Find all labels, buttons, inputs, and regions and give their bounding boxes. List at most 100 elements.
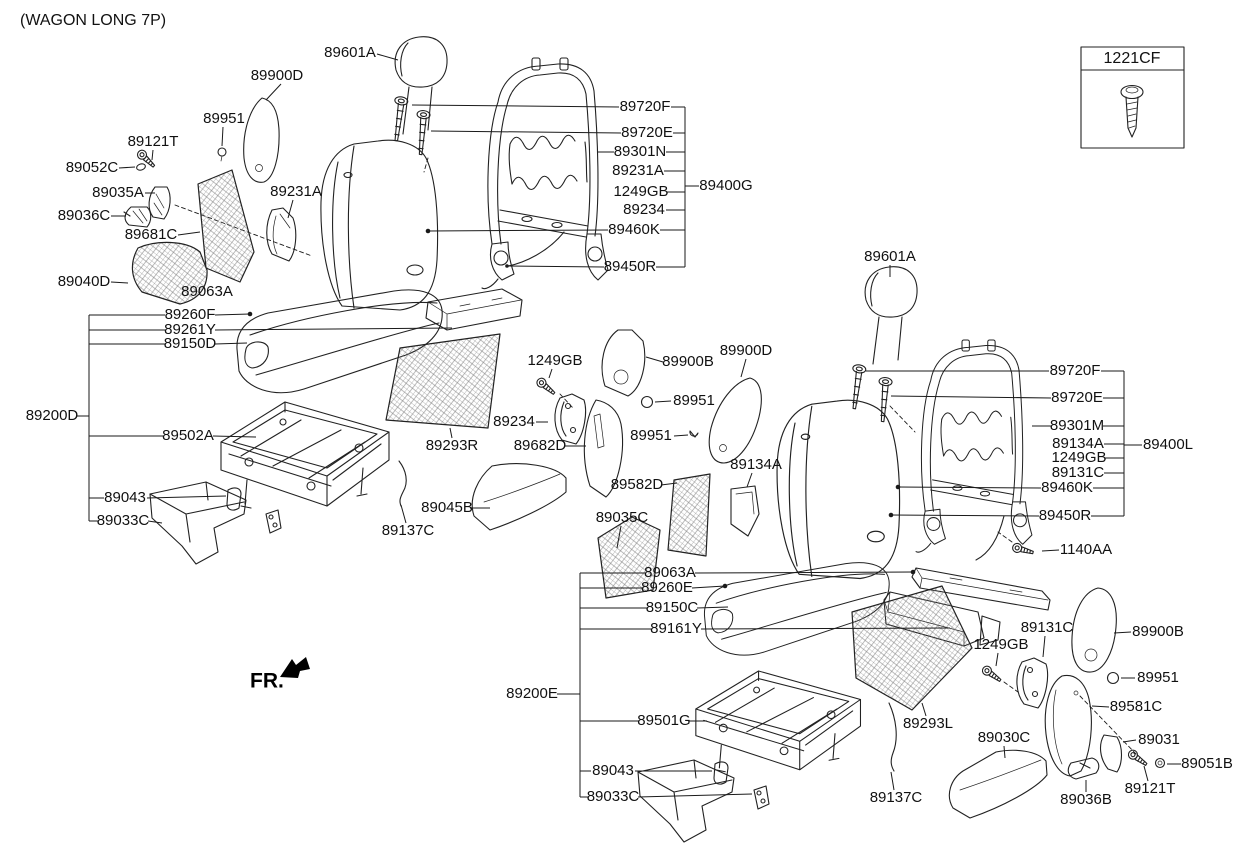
- part-label-89400g[interactable]: 89400G: [699, 177, 752, 194]
- front-side-bolster-art: [244, 98, 279, 182]
- part-label-89900d[interactable]: 89900D: [720, 342, 773, 359]
- part-label-89301n[interactable]: 89301N: [614, 143, 667, 160]
- leader-line: [740, 358, 747, 378]
- part-label-89150c[interactable]: 89150C: [646, 599, 699, 616]
- airbag-emblem: [720, 445, 727, 452]
- part-label-89681c[interactable]: 89681C: [125, 226, 178, 243]
- hinge-cover-hatch: [133, 209, 147, 223]
- leader-line: [616, 525, 622, 549]
- part-label-89601a[interactable]: 89601A: [324, 44, 376, 61]
- part-label-89043[interactable]: 89043: [104, 489, 146, 506]
- part-label-89137c[interactable]: 89137C: [382, 522, 435, 539]
- part-label-1140aa[interactable]: 1140AA: [1060, 541, 1112, 558]
- leader-line: [287, 199, 294, 219]
- leader-dot: [722, 583, 728, 589]
- part-label-89161y[interactable]: 89161Y: [650, 620, 702, 637]
- part-label-89601a[interactable]: 89601A: [864, 248, 916, 265]
- part-label-89043[interactable]: 89043: [592, 762, 634, 779]
- part-label-89951[interactable]: 89951: [673, 392, 715, 409]
- leader-line: [890, 771, 895, 791]
- anchor-cover-art: [753, 785, 770, 810]
- part-label-89293l[interactable]: 89293L: [903, 715, 953, 732]
- part-label-89052c[interactable]: 89052C: [66, 159, 119, 176]
- part-label-89450r[interactable]: 89450R: [604, 258, 657, 275]
- front-under-cover-art: [149, 481, 247, 565]
- part-label-89720f[interactable]: 89720F: [620, 98, 671, 115]
- part-label-1249gb[interactable]: 1249GB: [973, 636, 1028, 653]
- front-seatback-board-art: [386, 334, 500, 428]
- part-label-89200d[interactable]: 89200D: [26, 407, 79, 424]
- armrest-panel-art: [472, 464, 566, 530]
- part-label-89234[interactable]: 89234: [623, 201, 665, 218]
- leader-line: [1003, 745, 1006, 759]
- headrest-bolt-icon: [874, 376, 893, 423]
- part-label-89502a[interactable]: 89502A: [162, 427, 214, 444]
- recliner-cover-art: [267, 208, 296, 261]
- part-label-89134a[interactable]: 89134A: [730, 456, 782, 473]
- part-label-89951[interactable]: 89951: [630, 427, 672, 444]
- leader-line: [110, 281, 129, 284]
- part-label-89036b[interactable]: 89036B: [1060, 791, 1112, 808]
- part-label-89035c[interactable]: 89035C: [596, 509, 649, 526]
- part-label-89137c[interactable]: 89137C: [870, 789, 923, 806]
- leader-line: [1091, 705, 1110, 708]
- part-label-89293r[interactable]: 89293R: [426, 437, 479, 454]
- part-label-89400l[interactable]: 89400L: [1143, 436, 1193, 453]
- part-label-89200e[interactable]: 89200E: [506, 685, 558, 702]
- part-label-89260f[interactable]: 89260F: [165, 306, 216, 323]
- part-label-89231a[interactable]: 89231A: [270, 183, 322, 200]
- part-label-89951[interactable]: 89951: [1137, 669, 1179, 686]
- part-label-89581c[interactable]: 89581C: [1110, 698, 1163, 715]
- part-label-89682d[interactable]: 89682D: [514, 437, 567, 454]
- part-label-1249gb[interactable]: 1249GB: [527, 352, 582, 369]
- part-label-89051b[interactable]: 89051B: [1181, 755, 1233, 772]
- part-label-89261y[interactable]: 89261Y: [164, 321, 216, 338]
- part-label-89460k[interactable]: 89460K: [608, 221, 660, 238]
- part-label-89134a[interactable]: 89134A: [1052, 435, 1104, 452]
- armrest-panel-seam: [484, 474, 560, 502]
- leader-line: [146, 495, 227, 499]
- part-label-89035a[interactable]: 89035A: [92, 184, 144, 201]
- part-label-89131c[interactable]: 89131C: [1052, 464, 1105, 481]
- part-label-89501g[interactable]: 89501G: [637, 712, 690, 729]
- leader-line: [691, 585, 726, 589]
- part-label-89234[interactable]: 89234: [493, 413, 535, 430]
- part-label-89030c[interactable]: 89030C: [978, 729, 1031, 746]
- front-seat-adjuster-art: [220, 401, 390, 509]
- part-label-89301m[interactable]: 89301M: [1050, 417, 1104, 434]
- part-label-89121t[interactable]: 89121T: [1125, 780, 1176, 797]
- part-label-1249gb[interactable]: 1249GB: [1051, 449, 1106, 466]
- part-label-89063a[interactable]: 89063A: [181, 283, 233, 300]
- part-label-89900b[interactable]: 89900B: [1132, 623, 1184, 640]
- part-label-89131c[interactable]: 89131C: [1021, 619, 1074, 636]
- part-label-89900b[interactable]: 89900B: [662, 353, 714, 370]
- part-label-1249gb[interactable]: 1249GB: [613, 183, 668, 200]
- part-label-89582d[interactable]: 89582D: [611, 476, 664, 493]
- part-label-89260e[interactable]: 89260E: [641, 579, 693, 596]
- part-label-89231a[interactable]: 89231A: [612, 162, 664, 179]
- part-label-89150d[interactable]: 89150D: [164, 335, 217, 352]
- part-label-89036c[interactable]: 89036C: [58, 207, 111, 224]
- side-shield-panel-art: [198, 170, 254, 282]
- part-label-89063a[interactable]: 89063A: [644, 564, 696, 581]
- part-label-89040d[interactable]: 89040D: [58, 273, 111, 290]
- part-label-89951[interactable]: 89951: [203, 110, 245, 127]
- rear-seat-adjuster-art: [695, 670, 862, 773]
- side-cover-hole: [1085, 649, 1097, 661]
- leader-line: [1122, 739, 1137, 743]
- part-label-89121t[interactable]: 89121T: [128, 133, 179, 150]
- part-label-89900d[interactable]: 89900D: [251, 67, 304, 84]
- part-label-89720f[interactable]: 89720F: [1050, 362, 1101, 379]
- screw-icon: [980, 663, 1004, 685]
- part-label-89033c[interactable]: 89033C: [97, 512, 150, 529]
- mounting-bracket-art: [731, 486, 759, 536]
- ref-part-number[interactable]: 1221CF: [1104, 50, 1161, 67]
- part-label-89450r[interactable]: 89450R: [1039, 507, 1092, 524]
- leader-lines: [110, 53, 1181, 798]
- part-label-89720e[interactable]: 89720E: [1051, 389, 1103, 406]
- part-label-89033c[interactable]: 89033C: [587, 788, 640, 805]
- part-label-89460k[interactable]: 89460K: [1041, 479, 1093, 496]
- part-label-89045b[interactable]: 89045B: [421, 499, 473, 516]
- part-label-89720e[interactable]: 89720E: [621, 124, 673, 141]
- part-label-89031[interactable]: 89031: [1138, 731, 1180, 748]
